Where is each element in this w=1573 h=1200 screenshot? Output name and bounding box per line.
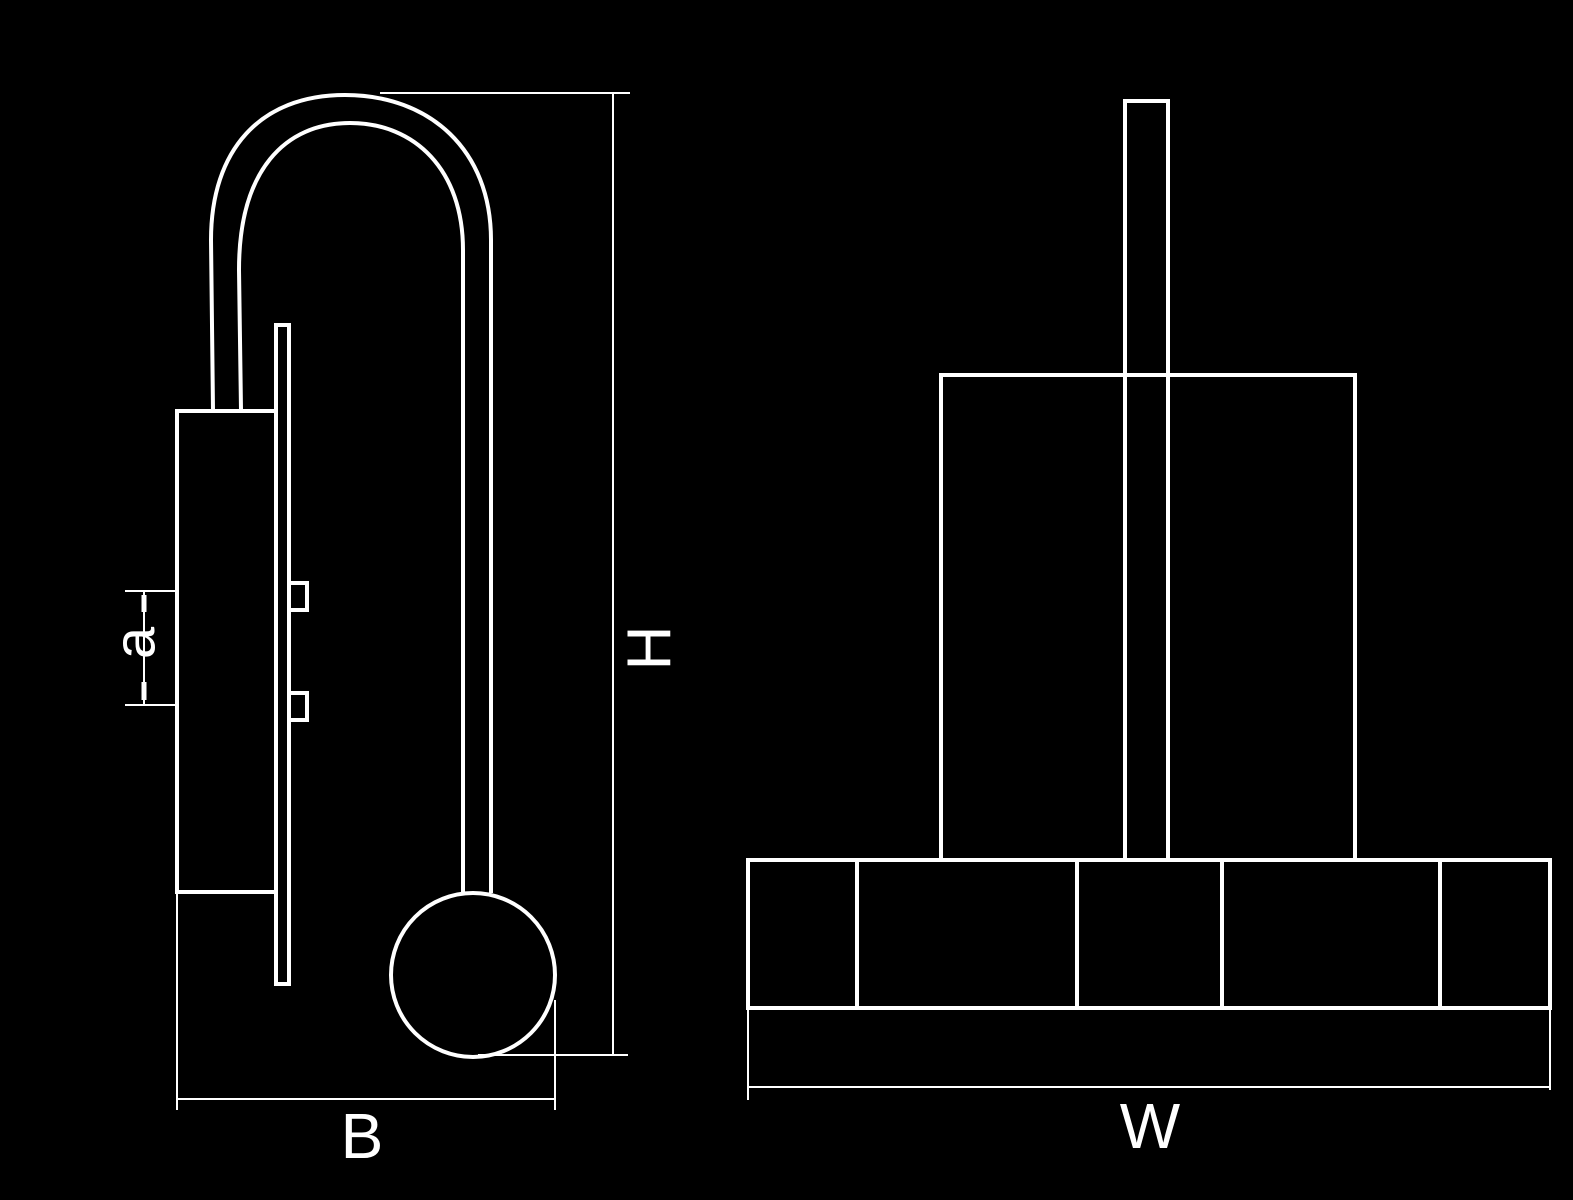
mounting-plate	[274, 323, 291, 986]
mounting-block	[175, 409, 278, 894]
ball	[389, 891, 557, 1059]
front-base	[746, 858, 1552, 1010]
side-view	[175, 92, 557, 1059]
tab-upper	[287, 581, 309, 612]
front-view-dimensions	[747, 1008, 1551, 1100]
front-body	[939, 373, 1357, 862]
front-center-bar	[1123, 99, 1170, 862]
label-b: B	[341, 1100, 384, 1172]
hook-inner-outline	[236, 120, 465, 893]
tab-lower	[287, 691, 309, 722]
label-w: W	[1120, 1090, 1181, 1162]
label-h: H	[616, 626, 685, 671]
label-a: a	[103, 626, 168, 659]
side-view-dimensions	[125, 92, 630, 1110]
hook-outer-outline	[208, 92, 493, 893]
front-view	[746, 99, 1552, 1010]
